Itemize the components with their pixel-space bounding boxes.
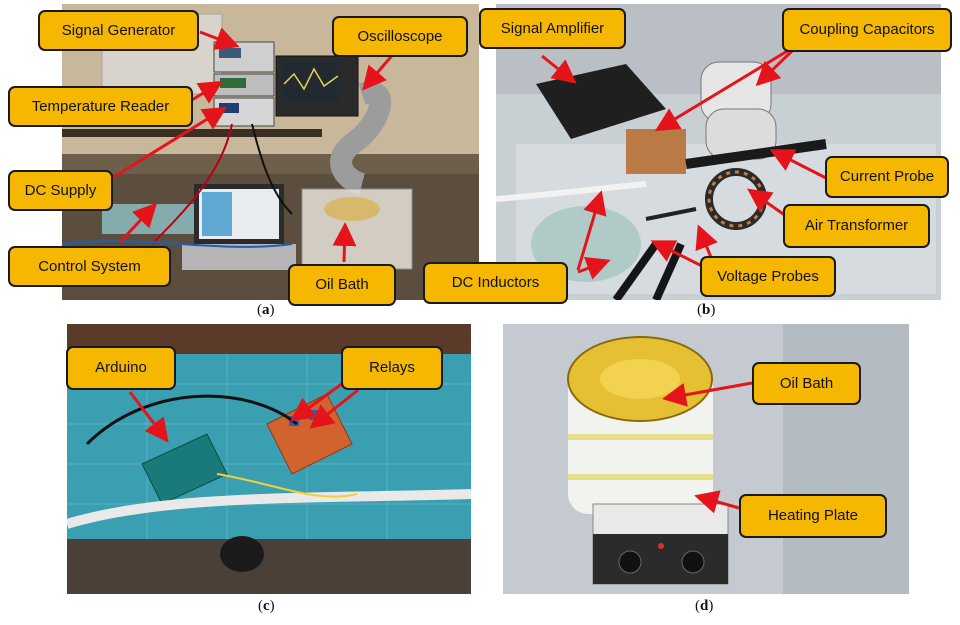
photo-oil-bath — [503, 324, 909, 594]
caption-d: (d) — [695, 598, 714, 614]
caption-a: (a) — [257, 302, 275, 318]
label-oscilloscope: Oscilloscope — [332, 16, 468, 57]
caption-c: (c) — [258, 598, 275, 614]
label-oil-bath-a: Oil Bath — [288, 264, 396, 306]
label-signal-amplifier: Signal Amplifier — [479, 8, 626, 49]
label-temperature-reader: Temperature Reader — [8, 86, 193, 127]
caption-b: (b) — [697, 302, 716, 318]
label-arduino: Arduino — [66, 346, 176, 390]
label-current-probe: Current Probe — [825, 156, 949, 198]
label-signal-generator: Signal Generator — [38, 10, 199, 51]
label-control-system: Control System — [8, 246, 171, 287]
label-heating-plate: Heating Plate — [739, 494, 887, 538]
label-coupling-capacitors: Coupling Capacitors — [782, 8, 952, 52]
label-dc-inductors: DC Inductors — [423, 262, 568, 304]
label-oil-bath-d: Oil Bath — [752, 362, 861, 405]
label-air-transformer: Air Transformer — [783, 204, 930, 248]
label-voltage-probes: Voltage Probes — [700, 256, 836, 297]
label-dc-supply: DC Supply — [8, 170, 113, 211]
label-relays: Relays — [341, 346, 443, 390]
photo-panel-d — [503, 324, 909, 594]
